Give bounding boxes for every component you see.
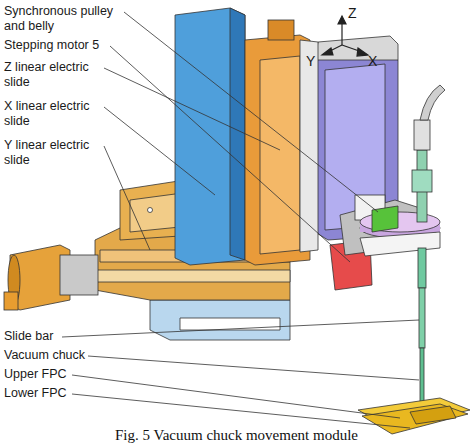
part-label: Vacuum chuck (4, 348, 124, 363)
part-label: Lower FPC (4, 386, 124, 401)
axis-label: X (368, 54, 388, 69)
axis-label: Z (348, 6, 368, 21)
part-label: Y linear electric slide (4, 138, 104, 168)
figure-caption: Fig. 5 Vacuum chuck movement module (115, 427, 358, 444)
axis-label: Y (306, 54, 326, 69)
part-label: Upper FPC (4, 367, 124, 382)
part-label: X linear electric slide (4, 99, 104, 129)
part-label: Slide bar (4, 329, 124, 344)
part-label: Synchronous pulley and belly (4, 4, 126, 34)
part-label: Stepping motor 5 (4, 38, 124, 53)
part-label: Z linear electric slide (4, 60, 104, 90)
